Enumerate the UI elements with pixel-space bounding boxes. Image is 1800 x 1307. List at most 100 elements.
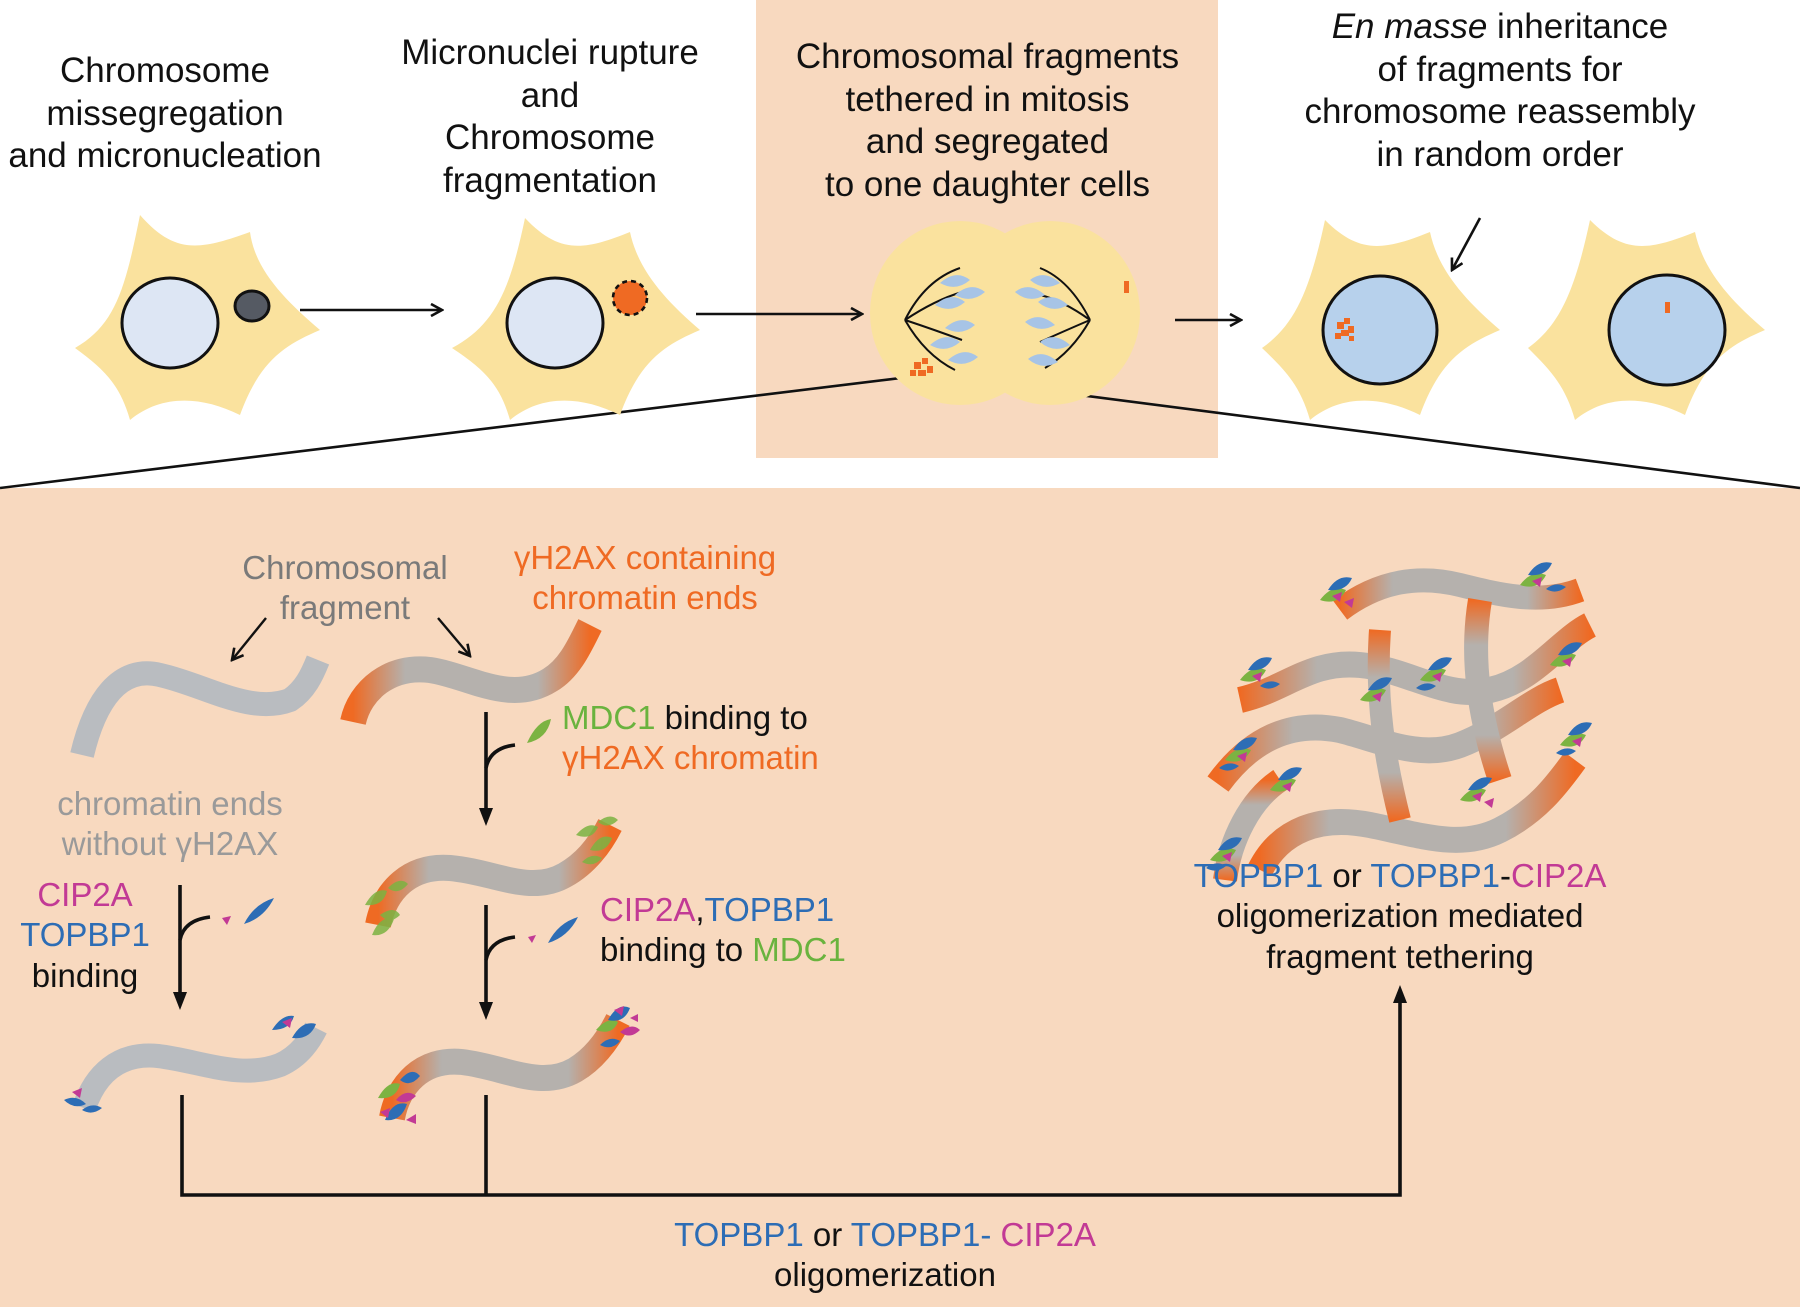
step4-line1-rest: inheritance — [1487, 7, 1669, 46]
chromosomal-fragment-line1: Chromosomal — [242, 549, 448, 586]
bottom-or: or — [803, 1216, 851, 1253]
gh2ax-ends-label: γH2AX containing chromatin ends — [490, 538, 800, 619]
gray-fragment-complex-left — [64, 1088, 102, 1113]
cip2a-icon-left — [222, 916, 231, 925]
left-binding-topbp1: TOPBP1 — [20, 916, 150, 954]
micronucleus — [233, 289, 271, 323]
cip-topbp1-step-comma: , — [695, 891, 705, 928]
single-fragment — [1665, 302, 1670, 313]
zoom-line-left — [0, 373, 926, 490]
left-binding-cip2a: CIP2A — [37, 876, 133, 913]
chromosomes-right — [1015, 275, 1070, 366]
cip-topbp1-step-line1: CIP2A,TOPBP1 — [600, 890, 846, 930]
step1-label: Chromosome missegregation and micronucle… — [0, 50, 330, 178]
gh2ax-ends-line2: chromatin ends — [532, 579, 758, 617]
mdc1-cluster-right — [576, 816, 618, 865]
left-binding-label: CIP2A TOPBP1 binding — [10, 875, 160, 996]
step4-line1: En masse inheritance — [1255, 6, 1745, 49]
mdc1-step-binding-to: binding to — [655, 699, 808, 736]
tethered-fragment-network — [1207, 568, 1597, 882]
cip-topbp1-step-cip2a: CIP2A — [600, 891, 696, 928]
right-or: or — [1323, 857, 1371, 894]
tethered-fragment-cluster — [910, 358, 933, 376]
step2-line2: and — [520, 75, 580, 115]
step3-line3: and segregated — [865, 122, 1110, 162]
chromosomes-left — [930, 275, 985, 364]
cell-1-nucleus — [120, 276, 220, 370]
step1-line2: missegregation — [46, 93, 284, 133]
bottom-line1: TOPBP1 or TOPBP1- CIP2A — [600, 1215, 1170, 1255]
fragment-with-gh2ax — [340, 619, 602, 726]
no-gh2ax-label: chromatin ends without γH2AX — [25, 784, 315, 865]
mdc1-step-label: MDC1 binding to γH2AX chromatin — [562, 698, 819, 779]
cip-topbp1-binding-hook-mid — [484, 935, 516, 961]
mdc1-cluster-left — [365, 880, 408, 936]
right-topbp1-b: TOPBP1 — [1370, 857, 1500, 894]
left-binding-binding: binding — [31, 956, 139, 994]
inherited-fragments — [1335, 318, 1354, 341]
fragment-gray-bound — [72, 1022, 327, 1113]
topbp1-icon-left — [244, 898, 274, 924]
arrow-annotation — [1452, 217, 1482, 270]
chromosomal-fragment-label: Chromosomal fragment — [215, 548, 475, 629]
gray-fragment-complex-right — [272, 1015, 316, 1039]
bottom-topbp1-b: TOPBP1- — [850, 1216, 992, 1253]
fragment-right-pole — [1124, 281, 1129, 293]
step3-line2: tethered in mitosis — [845, 79, 1130, 119]
no-gh2ax-line2: without γH2AX — [61, 825, 279, 863]
cip-topbp1-step-line2: binding to MDC1 — [600, 930, 846, 970]
arrow-to-gray-fragment — [232, 617, 267, 660]
chromosomal-fragment-line2: fragment — [279, 589, 411, 627]
step3-line4: to one daughter cells — [825, 165, 1150, 205]
cip-topbp1-step-binding-to: binding to — [600, 931, 753, 969]
fragment-without-gh2ax — [70, 655, 330, 758]
step3-line1: Chromosomal fragments — [795, 37, 1180, 76]
right-tethering-label: TOPBP1 or TOPBP1-CIP2A oligomerization m… — [1180, 856, 1620, 977]
step1-line3: and micronucleation — [8, 136, 322, 176]
bottom-oligomerization-label: TOPBP1 or TOPBP1- CIP2A oligomerization — [600, 1215, 1170, 1296]
daughter-cell-1 — [1262, 220, 1500, 420]
mitotic-cell-right — [960, 221, 1140, 405]
step4-line3: chromosome reassembly — [1304, 92, 1696, 132]
step3-label: Chromosomal fragments tethered in mitosi… — [760, 36, 1215, 207]
step4-line2: of fragments for — [1377, 49, 1623, 89]
mdc1-step-mdc1: MDC1 — [562, 699, 656, 736]
mdc1-step-line1: MDC1 binding to — [562, 698, 819, 738]
cip-topbp1-step-topbp1: TOPBP1 — [704, 891, 835, 928]
cell-1 — [75, 215, 320, 420]
right-dash: - — [1499, 857, 1511, 894]
daughter-cell-2 — [1528, 220, 1765, 420]
detail-panel — [0, 488, 1800, 1307]
bottom-cip2a: CIP2A — [991, 1216, 1096, 1253]
step2-line3: Chromosome — [444, 118, 656, 158]
right-cip2a: CIP2A — [1510, 857, 1607, 894]
tethering-protein-clusters — [1206, 562, 1592, 871]
cip2a-icon-mid — [528, 935, 536, 943]
complex-cluster-right — [596, 1006, 640, 1048]
cell-2-nucleus — [505, 276, 605, 370]
step2-label: Micronuclei rupture and Chromosome fragm… — [370, 32, 730, 203]
ruptured-micronucleus — [611, 279, 649, 317]
right-topbp1-a: TOPBP1 — [1193, 857, 1324, 894]
step4-line4: in random order — [1376, 135, 1624, 175]
mdc1-step-gh2ax: γH2AX chromatin — [562, 739, 819, 777]
no-gh2ax-line1: chromatin ends — [57, 785, 283, 822]
connector-lines — [180, 985, 1407, 1197]
bottom-topbp1-a: TOPBP1 — [674, 1216, 804, 1253]
step4-en-masse: En masse — [1331, 7, 1488, 46]
mdc1-binding-hook — [484, 743, 516, 769]
cip-topbp1-step-label: CIP2A,TOPBP1 binding to MDC1 — [600, 890, 846, 971]
daughter-cell-2-nucleus — [1607, 273, 1727, 387]
cip-topbp1-binding-hook-left — [178, 915, 211, 941]
step2-line1: Micronuclei rupture — [401, 33, 699, 72]
step1-line1: Chromosome — [59, 51, 271, 90]
complex-cluster-left — [378, 1071, 420, 1124]
cell-2 — [452, 218, 700, 420]
step4-label: En masse inheritance of fragments for ch… — [1255, 6, 1745, 177]
right-line3: fragment tethering — [1266, 937, 1534, 975]
cip-topbp1-step-mdc1: MDC1 — [752, 931, 846, 969]
right-line1: TOPBP1 or TOPBP1-CIP2A — [1180, 856, 1620, 896]
mitotic-cell — [870, 221, 1140, 405]
daughter-cell-1-nucleus — [1321, 274, 1439, 386]
